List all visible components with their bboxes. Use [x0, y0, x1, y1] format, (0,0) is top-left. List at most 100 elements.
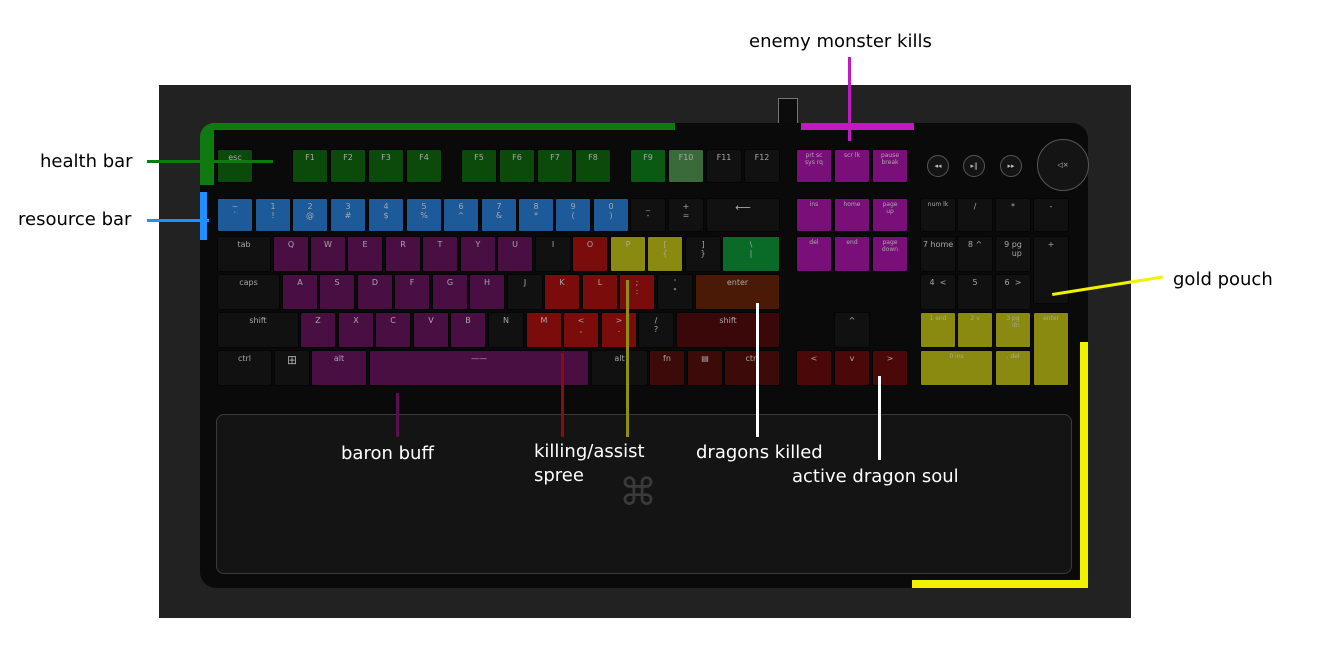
key-m[interactable]: M	[526, 312, 562, 348]
key-period[interactable]: > .	[601, 312, 637, 348]
key-f11[interactable]: F11	[706, 149, 742, 183]
key-up[interactable]: ^	[834, 312, 870, 348]
key-n6[interactable]: 6 ^	[443, 198, 479, 232]
key-y[interactable]: Y	[460, 236, 496, 272]
key-rshift[interactable]: shift	[676, 312, 780, 348]
key-i[interactable]: I	[535, 236, 571, 272]
key-np4[interactable]: 4 <	[920, 274, 956, 310]
key-f7[interactable]: F7	[537, 149, 573, 183]
key-altgr[interactable]: alt	[591, 350, 648, 386]
key-n8[interactable]: 8 *	[518, 198, 554, 232]
key-np3[interactable]: 3 pg dn	[995, 312, 1031, 348]
key-f5[interactable]: F5	[461, 149, 497, 183]
volume-knob-icon[interactable]: ◁×	[1037, 139, 1089, 191]
key-rbracket[interactable]: ] }	[685, 236, 721, 272]
key-n5[interactable]: 5 %	[406, 198, 442, 232]
key-npslash[interactable]: /	[957, 198, 993, 232]
windows-icon[interactable]: ⊞	[274, 350, 310, 386]
key-x[interactable]: X	[338, 312, 374, 348]
key-pgup[interactable]: page up	[872, 198, 908, 232]
key-g[interactable]: G	[432, 274, 468, 310]
key-r[interactable]: R	[385, 236, 421, 272]
key-npminus[interactable]: -	[1033, 198, 1069, 232]
key-ins[interactable]: ins	[796, 198, 832, 232]
key-prtsc[interactable]: prt sc sys rq	[796, 149, 832, 183]
key-comma[interactable]: < ,	[563, 312, 599, 348]
key-n0[interactable]: 0 )	[593, 198, 629, 232]
key-s[interactable]: S	[319, 274, 355, 310]
key-lctrl[interactable]: ctrl	[217, 350, 272, 386]
key-n4[interactable]: 4 $	[368, 198, 404, 232]
key-w[interactable]: W	[310, 236, 346, 272]
key-f3[interactable]: F3	[368, 149, 404, 183]
key-n1[interactable]: 1 !	[255, 198, 291, 232]
key-alt[interactable]: alt	[311, 350, 367, 386]
key-f9[interactable]: F9	[630, 149, 666, 183]
key-d[interactable]: D	[357, 274, 393, 310]
key-t[interactable]: T	[422, 236, 458, 272]
key-n7[interactable]: 7 &	[481, 198, 517, 232]
key-backspace[interactable]: ⟵	[706, 198, 780, 232]
key-slash[interactable]: / ?	[638, 312, 674, 348]
key-f[interactable]: F	[394, 274, 430, 310]
key-j[interactable]: J	[507, 274, 543, 310]
key-z[interactable]: Z	[300, 312, 336, 348]
key-c[interactable]: C	[375, 312, 411, 348]
key-left[interactable]: <	[796, 350, 832, 386]
key-tilde[interactable]: ~ `	[217, 198, 253, 232]
key-fn[interactable]: fn	[649, 350, 685, 386]
key-n2[interactable]: 2 @	[292, 198, 328, 232]
key-u[interactable]: U	[497, 236, 533, 272]
key-del[interactable]: del	[796, 236, 832, 272]
key-np5[interactable]: 5	[957, 274, 993, 310]
key-n9[interactable]: 9 (	[555, 198, 591, 232]
key-f2[interactable]: F2	[330, 149, 366, 183]
key-h[interactable]: H	[469, 274, 505, 310]
key-home[interactable]: home	[834, 198, 870, 232]
key-np7[interactable]: 7 home	[920, 236, 956, 272]
play-pause-icon[interactable]: ▸‖	[963, 155, 985, 177]
key-lshift[interactable]: shift	[217, 312, 299, 348]
key-b[interactable]: B	[450, 312, 486, 348]
next-track-icon[interactable]: ▸▸	[1000, 155, 1022, 177]
key-backslash[interactable]: \ |	[722, 236, 780, 272]
key-o[interactable]: O	[572, 236, 608, 272]
key-numlk[interactable]: num lk	[920, 198, 956, 232]
key-f4[interactable]: F4	[406, 149, 442, 183]
key-space[interactable]: ——	[369, 350, 589, 386]
key-enter[interactable]: enter	[695, 274, 780, 310]
key-f12[interactable]: F12	[744, 149, 780, 183]
key-k[interactable]: K	[544, 274, 580, 310]
key-f8[interactable]: F8	[575, 149, 611, 183]
key-f10[interactable]: F10	[668, 149, 704, 183]
key-lbracket[interactable]: [ {	[647, 236, 683, 272]
key-a[interactable]: A	[282, 274, 318, 310]
key-equals[interactable]: + =	[668, 198, 704, 232]
key-semicolon[interactable]: ; :	[619, 274, 655, 310]
key-caps[interactable]: caps	[217, 274, 280, 310]
key-np9[interactable]: 9 pg up	[995, 236, 1031, 272]
key-rctrl[interactable]: ctrl	[724, 350, 780, 386]
key-np1[interactable]: 1 end	[920, 312, 956, 348]
key-menu[interactable]: ▤	[687, 350, 723, 386]
key-np2[interactable]: 2 v	[957, 312, 993, 348]
key-pgdn[interactable]: page down	[872, 236, 908, 272]
key-p[interactable]: P	[610, 236, 646, 272]
key-npdot[interactable]: . del	[995, 350, 1031, 386]
key-esc[interactable]: esc	[217, 149, 253, 183]
key-quote[interactable]: ' "	[657, 274, 693, 310]
prev-track-icon[interactable]: ◂◂	[927, 155, 949, 177]
key-f6[interactable]: F6	[499, 149, 535, 183]
key-np0[interactable]: 0 ins	[920, 350, 993, 386]
key-scrlk[interactable]: scr lk	[834, 149, 870, 183]
key-n[interactable]: N	[488, 312, 524, 348]
key-pause[interactable]: pause break	[872, 149, 908, 183]
key-end[interactable]: end	[834, 236, 870, 272]
key-e[interactable]: E	[347, 236, 383, 272]
key-npstar[interactable]: *	[995, 198, 1031, 232]
key-n3[interactable]: 3 #	[330, 198, 366, 232]
key-f1[interactable]: F1	[292, 149, 328, 183]
key-down[interactable]: v	[834, 350, 870, 386]
key-l[interactable]: L	[582, 274, 618, 310]
key-np8[interactable]: 8 ^	[957, 236, 993, 272]
